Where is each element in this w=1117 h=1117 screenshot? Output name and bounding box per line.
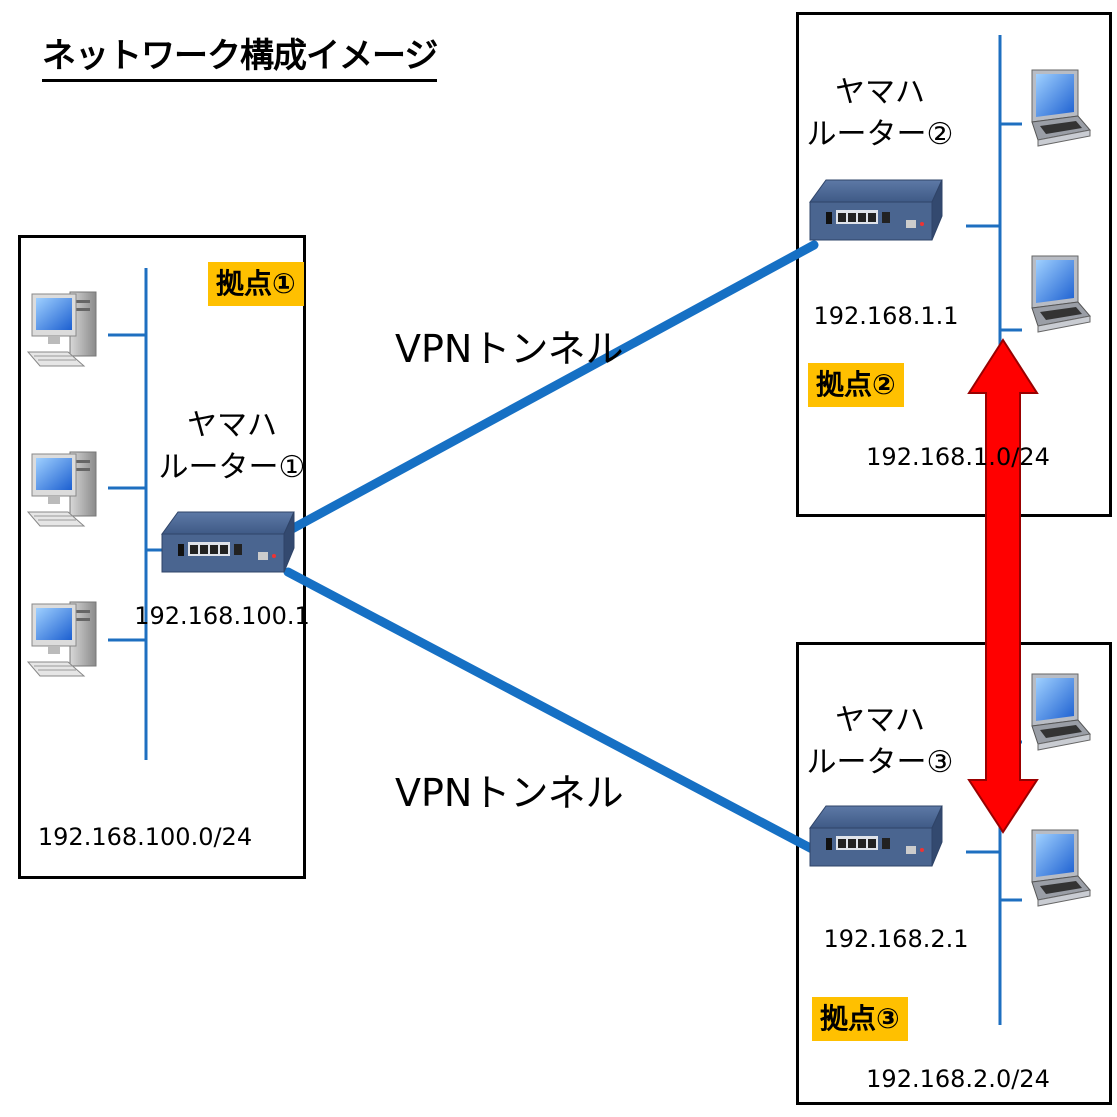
vpn-tunnel-line-2 — [283, 567, 819, 855]
double-arrow-icon — [967, 338, 1039, 834]
router-name-line2: ルーター③ — [806, 745, 954, 780]
vpn-tunnel-label-1: VPNトンネル — [395, 327, 624, 371]
laptop-icon — [1031, 829, 1091, 907]
laptop-icon — [1031, 255, 1091, 333]
desktop-pc-icon — [27, 291, 97, 367]
vpn-tunnel-line-1 — [285, 240, 819, 535]
laptop-icon — [1031, 673, 1091, 751]
site-badge-1: 拠点① — [208, 262, 304, 306]
router-3-icon — [809, 805, 943, 867]
desktop-pc-icon — [27, 451, 97, 527]
router-2-icon — [809, 179, 943, 241]
desktop-pc-icon — [27, 601, 97, 677]
subnet-1: 192.168.100.0/24 — [37, 823, 253, 851]
router-ip-3: 192.168.2.1 — [823, 925, 969, 953]
router-name-line2: ルーター① — [158, 450, 306, 485]
site-badge-3: 拠点③ — [812, 997, 908, 1041]
site-badge-2: 拠点② — [808, 363, 904, 407]
router-name-2: ヤマハ ルーター② — [807, 72, 954, 156]
router-ip-1: 192.168.100.1 — [134, 602, 310, 630]
vpn-tunnel-label-2: VPNトンネル — [395, 771, 624, 815]
laptop-icon — [1031, 69, 1091, 147]
router-name-line1: ヤマハ — [835, 75, 925, 110]
router-name-3: ヤマハ ルーター③ — [807, 700, 954, 784]
router-name-line1: ヤマハ — [835, 703, 925, 738]
router-name-line2: ルーター② — [806, 117, 954, 152]
router-ip-2: 192.168.1.1 — [813, 302, 959, 330]
subnet-3: 192.168.2.0/24 — [866, 1065, 1050, 1093]
page-title: ネットワーク構成イメージ — [42, 28, 438, 82]
router-1-icon — [161, 511, 295, 573]
router-name-1: ヤマハ ルーター① — [159, 405, 306, 489]
subnet-2: 192.168.1.0/24 — [866, 443, 1050, 471]
router-name-line1: ヤマハ — [187, 408, 277, 443]
